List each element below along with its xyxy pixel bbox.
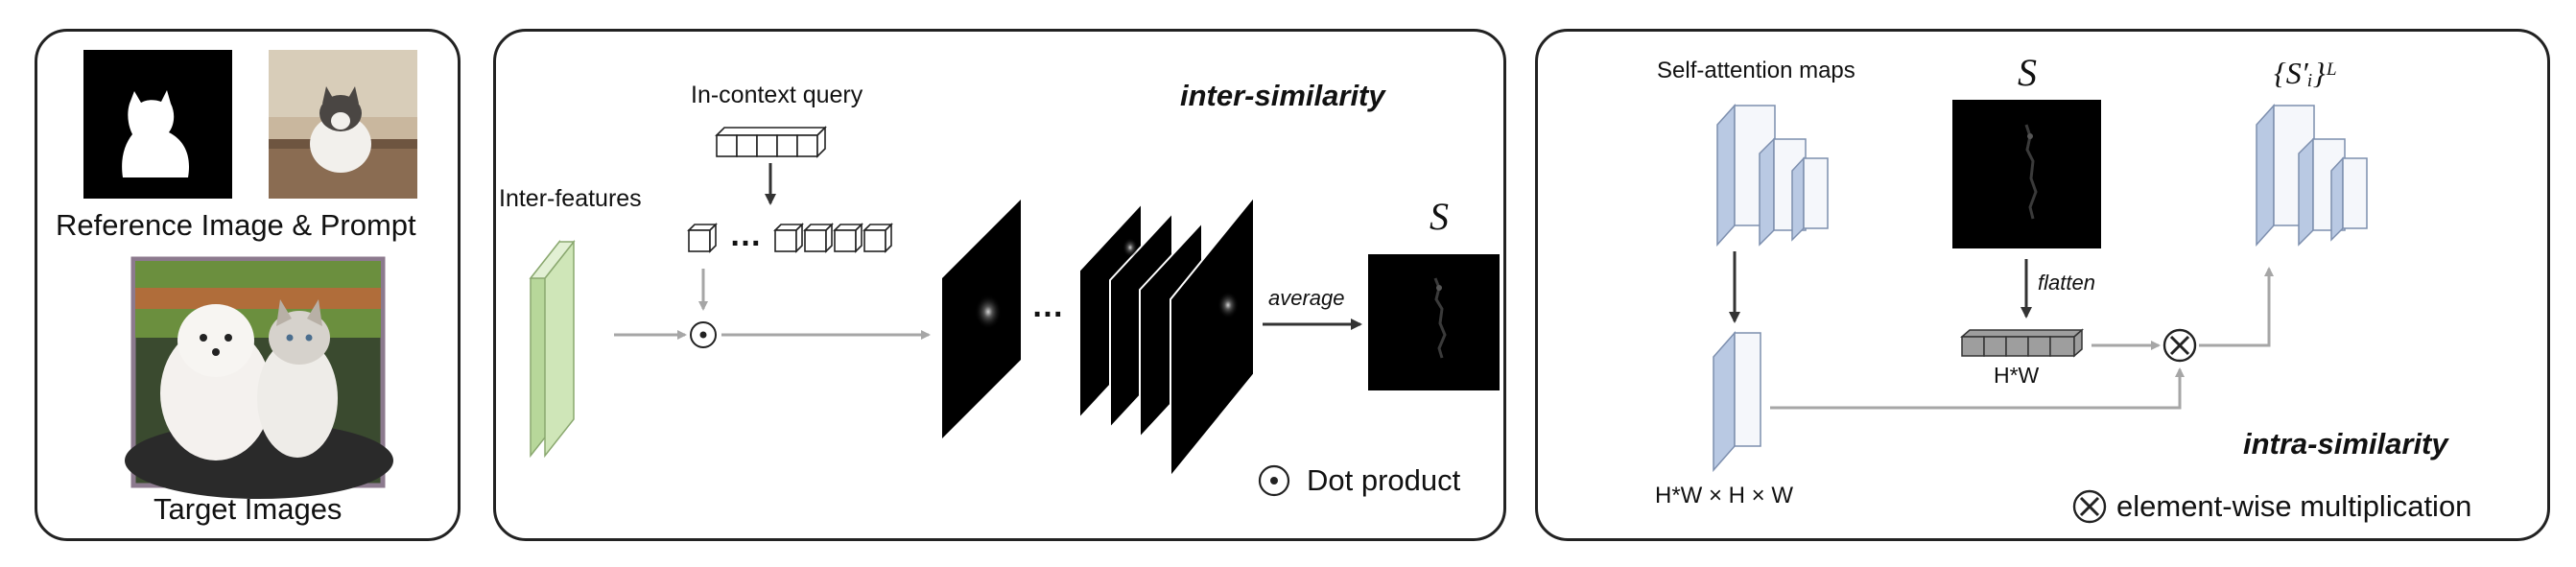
output-maps — [2256, 104, 2368, 247]
target-image — [125, 256, 393, 499]
s-map-right — [1952, 100, 2101, 248]
flattened-vector — [1960, 328, 2084, 358]
inter-features-label: Inter-features — [499, 185, 642, 212]
hw-label: H*W — [1994, 363, 2040, 388]
query-split-cubes — [687, 223, 893, 253]
hwhw-label: H*W × H × W — [1655, 483, 1794, 508]
dot-product-operator — [690, 321, 717, 348]
reference-caption: Reference Image & Prompt — [56, 208, 416, 242]
legend-mult-icon — [2072, 489, 2107, 524]
query-vector — [715, 126, 827, 158]
s-symbol-right: S — [2018, 51, 2037, 94]
s-symbol-middle: S — [1430, 195, 1449, 238]
matrix-to-mult-arrow — [1770, 367, 2185, 410]
legend-dot-icon — [1258, 464, 1290, 497]
maps-ellipsis: … — [1031, 288, 1064, 324]
similarity-map-stack — [1078, 194, 1255, 480]
similarity-map-first — [942, 200, 1021, 438]
s-map-middle — [1368, 254, 1500, 390]
legend-dot-product: Dot product — [1307, 463, 1461, 497]
output-symbol: {S′ᵢ}ᴸ — [2274, 56, 2338, 90]
attention-matrix — [1713, 331, 1761, 472]
average-label: average — [1268, 286, 1345, 310]
query-label: In-context query — [691, 82, 863, 108]
legend-elementwise-mult: element-wise multiplication — [2116, 489, 2472, 523]
self-attention-label: Self-attention maps — [1657, 58, 1855, 83]
inter-similarity-title: inter-similarity — [1180, 79, 1385, 112]
multiplication-operator — [2162, 328, 2197, 363]
self-attention-maps — [1716, 104, 1829, 247]
query-ellipsis: … — [729, 217, 762, 253]
target-caption: Target Images — [154, 492, 343, 526]
cat-photo — [269, 50, 417, 199]
mult-to-output-arrow — [2199, 267, 2274, 347]
mask-image — [83, 50, 232, 199]
inter-features-block — [529, 239, 576, 459]
intra-similarity-title: intra-similarity — [2243, 427, 2448, 461]
flatten-label: flatten — [2038, 271, 2095, 295]
